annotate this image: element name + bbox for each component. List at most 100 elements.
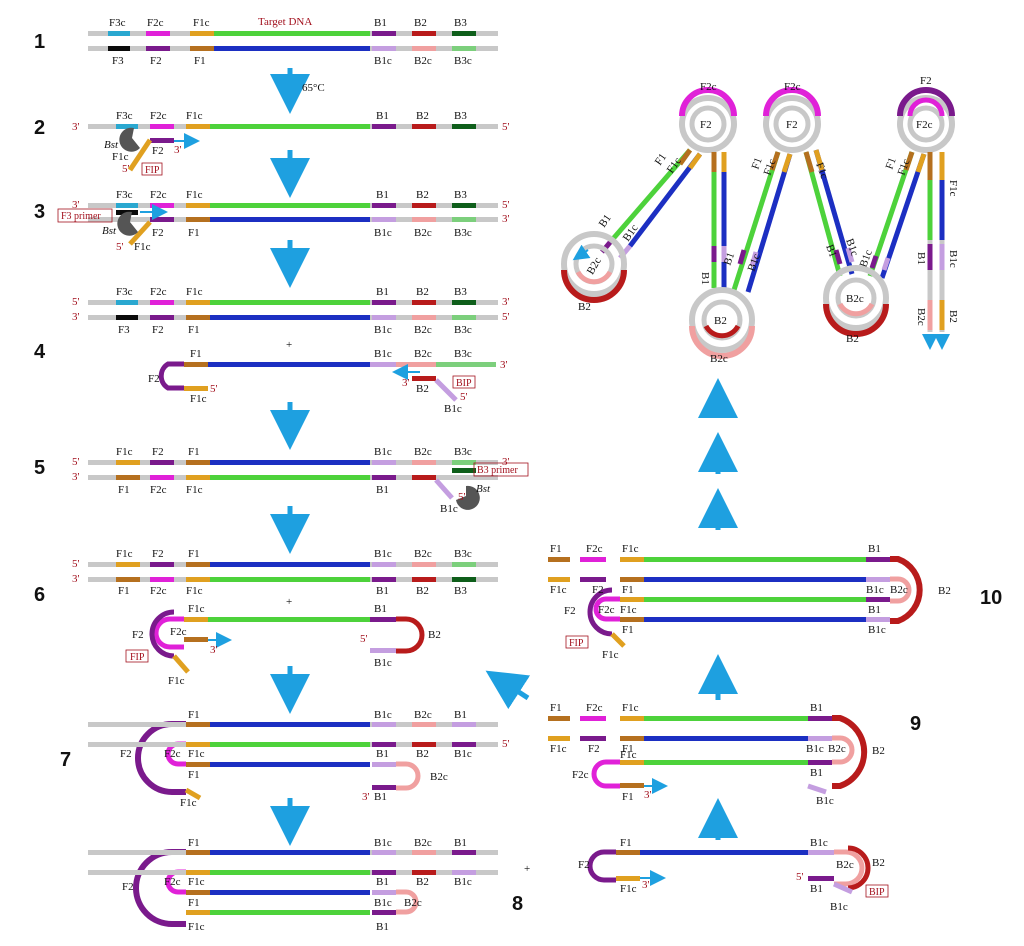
svg-text:F1c: F1c [180, 797, 197, 809]
svg-text:B1c: B1c [374, 709, 392, 721]
svg-text:B1c: B1c [374, 657, 392, 669]
svg-text:B3: B3 [454, 585, 467, 597]
svg-text:B1: B1 [868, 604, 881, 616]
svg-text:+: + [286, 596, 292, 608]
svg-text:F1c: F1c [112, 151, 129, 163]
svg-text:F2c: F2c [164, 876, 181, 888]
svg-text:3': 3' [174, 144, 182, 156]
svg-text:B2: B2 [416, 748, 429, 760]
svg-text:B1: B1 [376, 189, 389, 201]
svg-text:B1: B1 [722, 251, 738, 267]
svg-text:3': 3' [210, 644, 218, 656]
svg-text:B2: B2 [414, 17, 427, 29]
step-7: F1 B1c B2c B1 F1c F2c F2 B1 B2 B1c 5' F1… [88, 709, 510, 809]
svg-text:F1c: F1c [762, 157, 779, 177]
svg-text:B1: B1 [374, 791, 387, 803]
svg-text:B2: B2 [947, 310, 959, 323]
svg-text:B1: B1 [376, 585, 389, 597]
svg-text:B1: B1 [699, 272, 711, 285]
svg-text:F2: F2 [148, 373, 160, 385]
svg-text:3': 3' [72, 199, 80, 211]
step-number-10: 10 [980, 587, 1002, 609]
svg-text:F2c: F2c [784, 81, 801, 93]
svg-text:B1: B1 [376, 484, 389, 496]
svg-text:5': 5' [458, 491, 466, 503]
svg-text:3': 3' [72, 311, 80, 323]
svg-text:B2: B2 [872, 745, 885, 757]
svg-text:B2c: B2c [846, 293, 864, 305]
step-number-8: 8 [512, 893, 523, 915]
step-9: F1 F2c F1c B1 F1c F2 F1 F1c B1c B2c B2 F… [548, 702, 885, 807]
svg-text:B2: B2 [428, 629, 441, 641]
svg-text:B2c: B2c [414, 548, 432, 560]
b3-primer-label: B3 primer [477, 465, 518, 476]
svg-text:F1: F1 [118, 585, 130, 597]
svg-text:3': 3' [72, 573, 80, 585]
svg-text:B1c: B1c [440, 503, 458, 515]
svg-text:B3c: B3c [454, 348, 472, 360]
svg-text:F1: F1 [188, 324, 200, 336]
svg-text:F3c: F3c [116, 286, 133, 298]
svg-text:5': 5' [72, 558, 80, 570]
svg-text:F1: F1 [622, 584, 634, 596]
svg-text:5': 5' [502, 121, 510, 133]
svg-text:B1c: B1c [858, 248, 875, 269]
svg-text:B2c: B2c [404, 897, 422, 909]
svg-text:B1: B1 [597, 212, 614, 229]
svg-text:F1c: F1c [620, 883, 637, 895]
svg-text:F1: F1 [653, 151, 669, 167]
svg-text:B2: B2 [416, 189, 429, 201]
svg-text:3': 3' [502, 296, 510, 308]
svg-text:B2: B2 [416, 876, 429, 888]
svg-text:B2c: B2c [585, 255, 604, 276]
svg-text:F2: F2 [132, 629, 144, 641]
svg-text:B3: B3 [454, 286, 467, 298]
svg-text:B1: B1 [374, 17, 387, 29]
svg-text:B2: B2 [578, 301, 591, 313]
svg-text:3': 3' [72, 121, 80, 133]
svg-text:F2: F2 [122, 881, 134, 893]
svg-text:B1: B1 [374, 603, 387, 615]
bip-label: BIP [456, 378, 472, 389]
svg-text:Bst: Bst [102, 225, 117, 237]
svg-text:B3c: B3c [454, 324, 472, 336]
svg-text:F3c: F3c [109, 17, 126, 29]
svg-text:F1c: F1c [550, 743, 567, 755]
svg-text:5': 5' [360, 633, 368, 645]
svg-text:B1c: B1c [454, 876, 472, 888]
step-6: F1c F2 F1 B1c B2c B3c F1 F2c F1c B1 B2 B… [72, 548, 498, 687]
svg-text:F2c: F2c [586, 543, 603, 555]
svg-text:F1: F1 [550, 702, 562, 714]
svg-text:F2: F2 [592, 584, 604, 596]
svg-text:B1c: B1c [810, 837, 828, 849]
svg-text:F1: F1 [750, 156, 765, 171]
step-number-9: 9 [910, 713, 921, 735]
svg-text:F1c: F1c [193, 17, 210, 29]
svg-text:Bst: Bst [476, 483, 491, 495]
svg-text:F1: F1 [188, 897, 200, 909]
svg-text:B3c: B3c [454, 55, 472, 67]
svg-text:F2c: F2c [598, 604, 615, 616]
svg-text:F1c: F1c [186, 286, 203, 298]
step-number-3: 3 [34, 201, 45, 223]
svg-text:B2: B2 [872, 857, 885, 869]
svg-text:Bst: Bst [104, 139, 119, 151]
svg-text:F1c: F1c [188, 603, 205, 615]
svg-text:F1c: F1c [168, 675, 185, 687]
svg-text:F2c: F2c [150, 110, 167, 122]
svg-text:F1: F1 [622, 791, 634, 803]
svg-text:5': 5' [122, 163, 130, 175]
svg-text:F1: F1 [188, 548, 200, 560]
svg-text:F1: F1 [550, 543, 562, 555]
svg-text:B1c: B1c [374, 324, 392, 336]
svg-text:F1c: F1c [188, 876, 205, 888]
svg-text:B1c: B1c [374, 837, 392, 849]
svg-text:B2c: B2c [915, 308, 927, 326]
step-number-5: 5 [34, 457, 45, 479]
svg-text:B2c: B2c [414, 446, 432, 458]
step-5: F1c F2 F1 B1c B2c B3c F1 F2c F1c B1 B1c … [72, 446, 529, 515]
svg-text:F2: F2 [588, 743, 600, 755]
svg-text:B3: B3 [454, 110, 467, 122]
svg-text:B1c: B1c [374, 227, 392, 239]
